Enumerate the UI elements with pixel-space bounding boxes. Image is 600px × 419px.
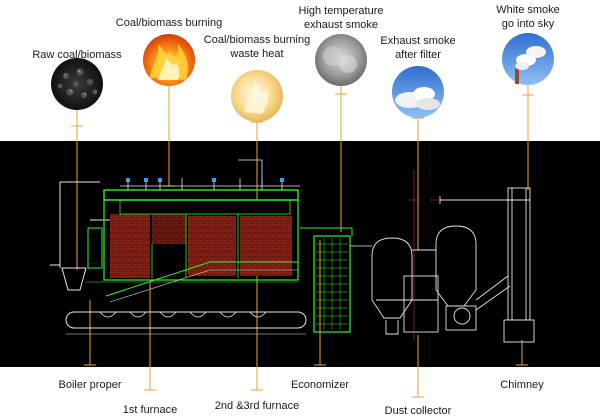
label-1st-furnace: 1st furnace (122, 404, 178, 416)
chimney-drawing (439, 187, 535, 343)
coal-pile-icon (51, 58, 103, 110)
waste-heat-icon (231, 70, 283, 122)
label-after-filter-line2: after filter (395, 49, 441, 61)
leader-lines (71, 85, 534, 398)
label-coal-burning: Coal/biomass burning (115, 17, 223, 29)
schematic-panel (0, 141, 600, 367)
label-high-temp-line2: exhaust smoke (304, 19, 378, 31)
label-white-smoke: White smoke go into sky (484, 3, 572, 31)
sky-smoke-icon (502, 33, 554, 85)
label-2nd-3rd-furnace: 2nd &3rd furnace (214, 400, 300, 412)
label-waste-heat: Coal/biomass burning waste heat (190, 33, 324, 61)
label-waste-heat-line1: Coal/biomass burning (203, 34, 311, 46)
label-waste-heat-line2: waste heat (230, 48, 284, 60)
dust-collector-drawing (371, 225, 477, 335)
label-after-filter-line1: Exhaust smoke (380, 35, 456, 47)
label-chimney: Chimney (500, 379, 544, 391)
label-boiler-proper: Boiler proper (58, 379, 122, 391)
smoke-icon (315, 34, 367, 86)
label-raw-coal: Raw coal/biomass (32, 49, 122, 61)
label-after-filter: Exhaust smoke after filter (370, 34, 466, 62)
furnace-block-drawing (65, 159, 307, 335)
label-white-smoke-line1: White smoke (496, 4, 560, 16)
label-economizer: Economizer (290, 379, 350, 391)
dimension-marks (408, 170, 440, 340)
boiler-proper-drawing (50, 181, 110, 291)
economizer-drawing (300, 227, 372, 333)
flame-icon (143, 34, 195, 86)
label-high-temp-line1: High temperature (298, 5, 384, 17)
label-dust-collector: Dust collector (384, 405, 452, 417)
filtered-smoke-icon (392, 66, 444, 118)
label-high-temp-smoke: High temperature exhaust smoke (284, 4, 398, 32)
label-white-smoke-line2: go into sky (501, 18, 555, 30)
